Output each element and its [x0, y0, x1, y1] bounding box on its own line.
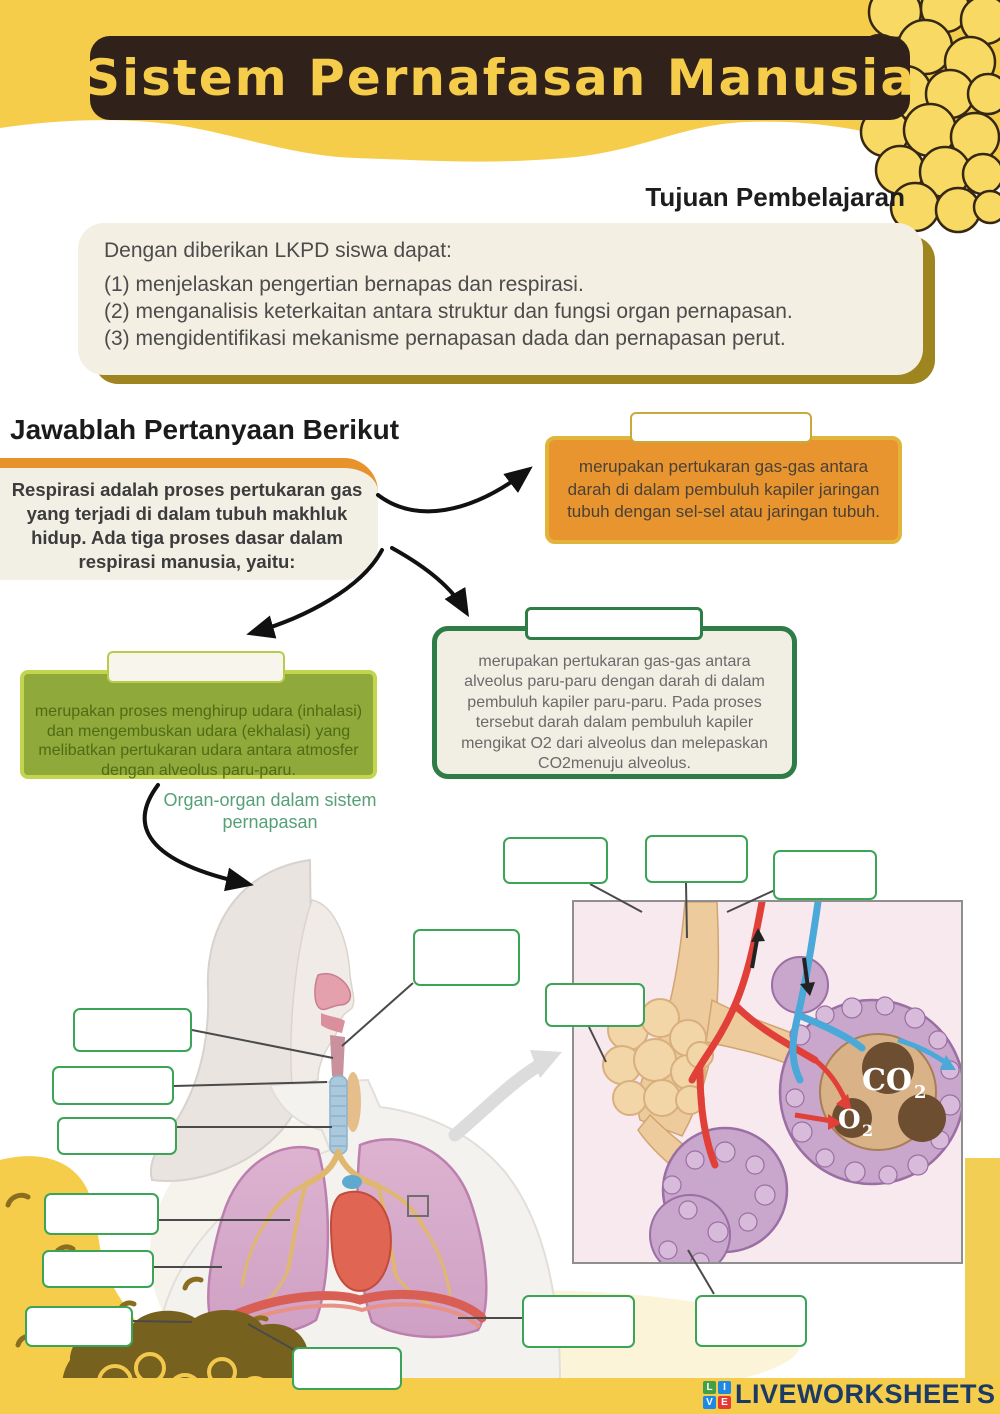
breathing-box: merupakan proses menghirup udara (inhala…	[20, 670, 377, 779]
answer-field-bronchus[interactable]	[44, 1193, 159, 1235]
right-strip-decoration	[965, 1158, 1000, 1414]
answer-input-internal-respiration[interactable]	[630, 412, 812, 443]
objectives-box: Dengan diberikan LKPD siswa dapat: (1) m…	[78, 223, 923, 375]
pharynx-shape	[330, 1035, 345, 1078]
objective-item-1: (1) menjelaskan pengertian bernapas dan …	[104, 273, 584, 296]
liveworksheets-logo-icon: L I V E	[703, 1380, 731, 1409]
page-title: Sistem Pernafasan Manusia	[83, 49, 917, 107]
face-shape	[290, 899, 355, 1087]
respiration-intro-text: Respirasi adalah proses pertukaran gas y…	[11, 479, 363, 573]
mouth-shape	[321, 1013, 345, 1033]
external-respiration-description: merupakan pertukaran gas-gas antara alve…	[461, 653, 768, 773]
answer-field-larynx-trachea[interactable]	[57, 1117, 177, 1155]
section-heading-tujuan: Tujuan Pembelajaran	[645, 182, 905, 212]
question-heading: Jawablah Pertanyaan Berikut	[10, 414, 400, 445]
answer-field-lower-lung[interactable]	[25, 1306, 133, 1347]
liveworksheets-logo[interactable]: L I V E LIVEWORKSHEETS	[703, 1379, 996, 1410]
breathing-description: merupakan proses menghirup udara (inhala…	[34, 703, 363, 779]
answer-field-mouth-pharynx[interactable]	[52, 1066, 174, 1105]
answer-field-lung[interactable]	[42, 1250, 154, 1288]
o2-subscript: 2	[862, 1121, 873, 1140]
answer-field-alveolus-sac[interactable]	[695, 1295, 807, 1347]
objective-item-3: (3) mengidentifikasi mekanisme pernapasa…	[104, 327, 786, 350]
internal-respiration-box: merupakan pertukaran gas-gas antara dara…	[545, 436, 902, 544]
tan-alveoli-cluster	[602, 998, 714, 1117]
answer-field-diaphragm[interactable]	[292, 1347, 402, 1390]
logo-letter-e: E	[718, 1395, 731, 1409]
internal-respiration-description: merupakan pertukaran gas-gas antara dara…	[567, 457, 880, 522]
answer-field-nose[interactable]	[73, 1008, 192, 1052]
logo-letter-v: V	[703, 1395, 716, 1409]
organ-caption: Organ-organ dalam sistem pernapasan	[163, 790, 377, 832]
alveoli-inset-panel: CO 2 O 2	[572, 900, 963, 1264]
alveoli-illustration: CO 2 O 2	[602, 902, 961, 1262]
respiration-intro-box: Respirasi adalah proses pertukaran gas y…	[0, 458, 378, 580]
co2-label: CO	[862, 1063, 912, 1098]
external-respiration-box: merupakan pertukaran gas-gas antara alve…	[432, 626, 797, 779]
objective-item-2: (2) menganalisis keterkaitan antara stru…	[104, 300, 793, 323]
liveworksheets-wordmark: LIVEWORKSHEETS	[735, 1379, 996, 1409]
answer-input-external-respiration[interactable]	[525, 607, 703, 640]
purple-alveolar-sacs	[649, 956, 961, 1262]
answer-field-pulmonary-vein[interactable]	[773, 850, 877, 900]
logo-letter-l: L	[703, 1380, 716, 1394]
answer-input-breathing[interactable]	[107, 651, 285, 683]
ghost-arrow	[448, 1059, 545, 1142]
objectives-intro: Dengan diberikan LKPD siswa dapat:	[104, 239, 452, 262]
answer-field-nasal-cavity[interactable]	[413, 929, 520, 986]
co2-subscript: 2	[914, 1082, 927, 1103]
answer-field-pulmonary-artery[interactable]	[503, 837, 608, 884]
answer-field-alveoli-cluster[interactable]	[545, 983, 645, 1027]
logo-letter-i: I	[718, 1380, 731, 1394]
answer-field-rib-side[interactable]	[522, 1295, 635, 1348]
nasal-cavity-shape	[314, 973, 352, 1011]
title-banner: Sistem Pernafasan Manusia	[84, 36, 914, 120]
o2-label: O	[838, 1105, 861, 1135]
answer-field-bronchiole[interactable]	[645, 835, 748, 883]
